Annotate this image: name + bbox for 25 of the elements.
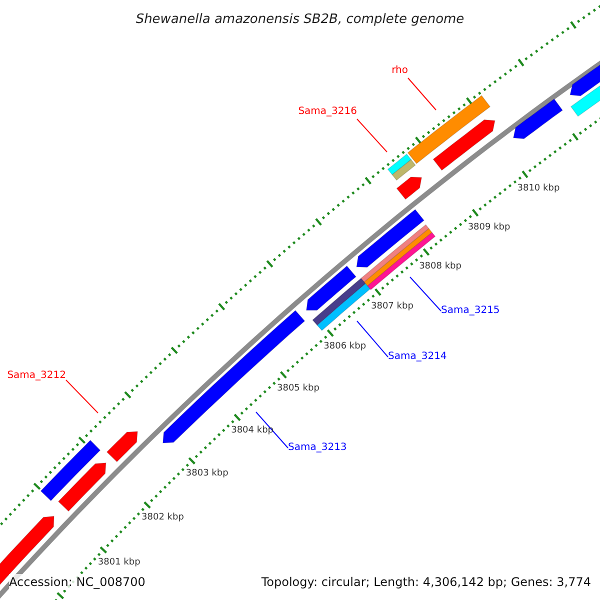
leader-line [356, 320, 388, 358]
scale-label: 3809 kbp [468, 222, 510, 234]
scale-label: 3808 kbp [419, 261, 462, 272]
leader-line [256, 412, 288, 448]
scale-label: 3805 kbp [277, 383, 320, 394]
gene-label: rho [346, 64, 408, 78]
leader-line [408, 78, 436, 110]
genome-summary: Topology: circular; Length: 4,306,142 bp; Genes: 3,774 [261, 574, 591, 590]
scale-label: 3802 kbp [142, 512, 184, 524]
accession-label: Accession: NC_008700 [9, 574, 146, 590]
leader-line [410, 276, 442, 312]
scale-label: 3806 kbp [324, 342, 366, 353]
leader-line [66, 380, 98, 414]
gene-label: Sama_3214 [388, 350, 450, 364]
gene-label: Sama_3213 [288, 441, 350, 455]
gene-label: Sama_3212 [4, 369, 66, 383]
scale-label: 3807 kbp [371, 301, 414, 312]
scale-label: 3801 kbp [98, 558, 140, 569]
scale-label: 3804 kbp [231, 426, 274, 437]
leader-line [356, 118, 388, 152]
gene-label: Sama_3215 [441, 304, 503, 318]
scale-label: 3803 kbp [186, 468, 228, 480]
scale-label: 3810 kbp [517, 184, 560, 195]
gene-label: Sama_3216 [295, 105, 357, 119]
title: Shewanella amazonensis SB2B, complete genome [134, 11, 466, 29]
